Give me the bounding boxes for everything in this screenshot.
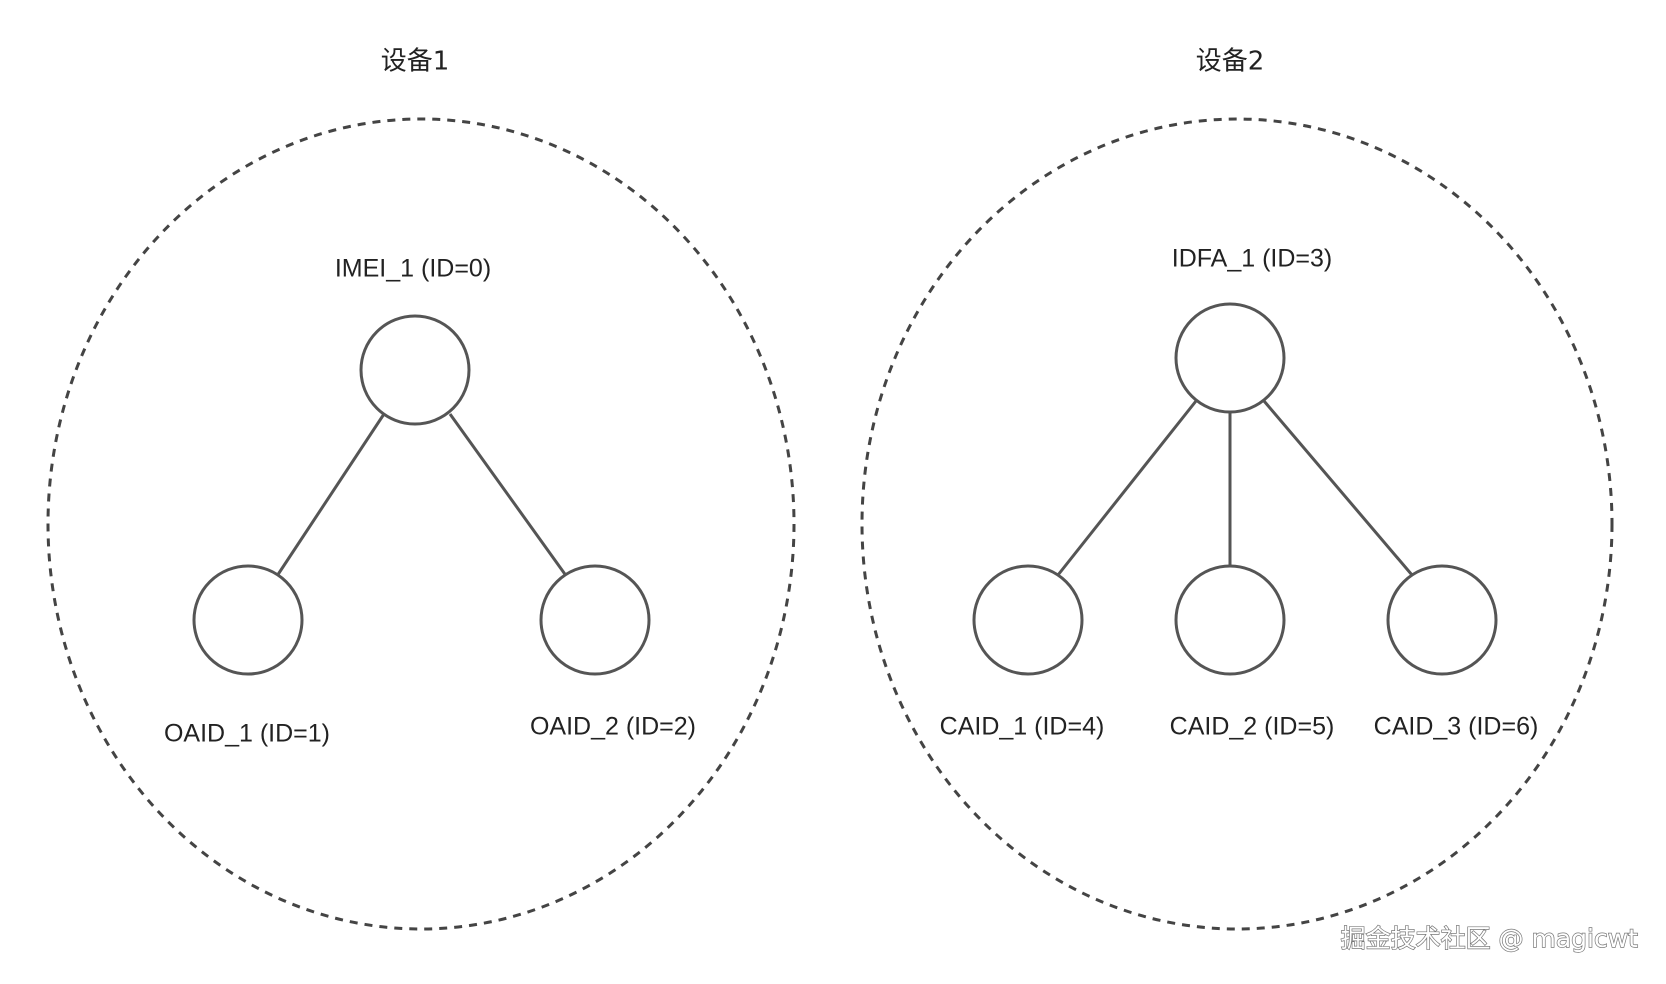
device-1-boundary	[46, 117, 796, 931]
edge-imei-1-to-oaid-2	[448, 413, 569, 578]
node-imei-1[interactable]	[359, 314, 471, 426]
node-idfa-1[interactable]	[1174, 302, 1286, 414]
node-caid-3[interactable]	[1386, 564, 1498, 676]
edge-imei-1-to-oaid-1	[275, 413, 386, 577]
device-group-1: 设备1 IMEI_1 (ID=0) OAID_1 (ID=1) OAID_2 (…	[46, 47, 796, 931]
edge-idfa-1-to-caid-1	[1056, 400, 1198, 576]
node-label-imei-1: IMEI_1 (ID=0)	[335, 255, 491, 283]
watermark: 掘金技术社区 @ magicwt	[1341, 924, 1639, 953]
node-oaid-2[interactable]	[539, 564, 651, 676]
node-label-caid-1: CAID_1 (ID=4)	[940, 713, 1105, 741]
node-label-oaid-2: OAID_2 (ID=2)	[530, 713, 696, 741]
device-2-boundary	[860, 117, 1614, 931]
node-caid-2[interactable]	[1174, 564, 1286, 676]
node-label-caid-2: CAID_2 (ID=5)	[1170, 713, 1335, 741]
node-caid-1[interactable]	[972, 564, 1084, 676]
node-oaid-1[interactable]	[192, 564, 304, 676]
device-1-title: 设备1	[381, 47, 450, 77]
edge-idfa-1-to-caid-3	[1262, 400, 1414, 576]
node-label-oaid-1: OAID_1 (ID=1)	[164, 720, 330, 748]
node-label-caid-3: CAID_3 (ID=6)	[1374, 713, 1539, 741]
device-group-2: 设备2 IDFA_1 (ID=3) CAID_1 (ID=4) CAID_2 (…	[860, 47, 1614, 931]
node-label-idfa-1: IDFA_1 (ID=3)	[1172, 245, 1332, 273]
device-2-title: 设备2	[1196, 47, 1265, 77]
